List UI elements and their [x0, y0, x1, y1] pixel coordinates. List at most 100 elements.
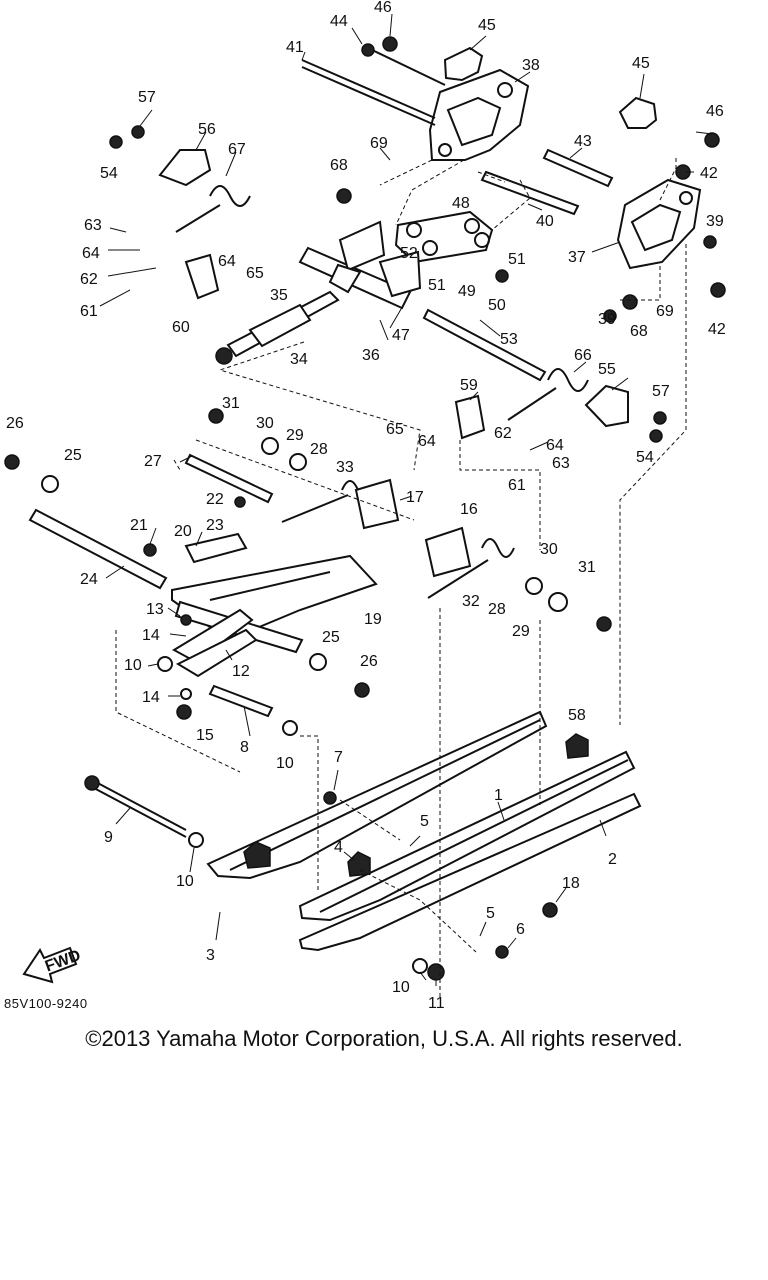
callout-36: 36 — [362, 347, 380, 364]
callout-54: 54 — [636, 449, 654, 466]
nut-42-bottom — [710, 282, 726, 298]
callout-39: 39 — [598, 311, 616, 328]
callout-44: 44 — [330, 13, 348, 30]
bolt-26-left — [4, 454, 20, 470]
diagram-code: 85V100-9240 — [4, 996, 88, 1011]
callout-56: 56 — [198, 121, 216, 138]
callout-64: 64 — [546, 437, 564, 454]
bolt-22 — [234, 496, 246, 508]
callout-53: 53 — [500, 331, 518, 348]
spring-67 — [175, 185, 251, 233]
callout-32: 32 — [462, 593, 480, 610]
stopper-rail-left — [243, 841, 271, 869]
callout-45: 45 — [632, 55, 650, 72]
callout-65: 65 — [246, 265, 264, 282]
callout-30: 30 — [256, 415, 274, 432]
bolt-57-right — [653, 411, 667, 425]
callout-8: 8 — [240, 739, 249, 756]
block-60 — [184, 253, 220, 300]
callout-29: 29 — [286, 427, 304, 444]
callout-9: 9 — [104, 829, 113, 846]
callout-leaders — [99, 13, 713, 986]
callout-17: 17 — [406, 489, 424, 506]
shaft-40 — [480, 170, 580, 216]
callout-64: 64 — [418, 433, 436, 450]
bracket-56 — [158, 149, 212, 187]
callout-60: 60 — [172, 319, 190, 336]
callout-35: 35 — [270, 287, 288, 304]
bolt-6 — [495, 945, 509, 959]
assembly-guide-lines — [115, 158, 687, 1000]
callout-5: 5 — [486, 905, 495, 922]
callout-10: 10 — [276, 755, 294, 772]
callout-48: 48 — [452, 195, 470, 212]
pivot-arm-47 — [298, 220, 422, 310]
washer-10-a — [157, 656, 173, 672]
callout-67: 67 — [228, 141, 246, 158]
callout-10: 10 — [392, 979, 410, 996]
callout-66: 66 — [574, 347, 592, 364]
shaft-27 — [184, 453, 274, 504]
shaft-53 — [422, 308, 547, 382]
callout-46: 46 — [706, 103, 724, 120]
callout-18: 18 — [562, 875, 580, 892]
slide-2 — [298, 792, 642, 952]
nut-11 — [427, 963, 445, 981]
callout-69: 69 — [370, 135, 388, 152]
callout-38: 38 — [522, 57, 540, 74]
callout-28: 28 — [488, 601, 506, 618]
callout-55: 55 — [598, 361, 616, 378]
callout-11: 11 — [428, 995, 445, 1012]
callout-33: 33 — [336, 459, 354, 476]
bolt-54-left — [109, 135, 123, 149]
callout-16: 16 — [460, 501, 478, 518]
washer-10-c — [188, 832, 204, 848]
cushion-8 — [208, 684, 274, 718]
callout-25: 25 — [322, 629, 340, 646]
callout-34: 34 — [290, 351, 308, 368]
washer-10-d — [412, 958, 428, 974]
bolt-31-bottom — [596, 616, 612, 632]
callout-62: 62 — [494, 425, 512, 442]
callout-41: 41 — [286, 39, 304, 56]
cap-45-right — [618, 96, 658, 129]
callout-64: 64 — [82, 245, 100, 262]
bolt-39-left — [603, 309, 617, 323]
callout-14: 14 — [142, 689, 160, 706]
link-plate-48 — [394, 210, 494, 264]
callout-59: 59 — [460, 377, 478, 394]
collar-29-top — [289, 453, 307, 471]
cap-45-left — [443, 46, 484, 82]
bushing-25-right — [309, 653, 327, 671]
callout-43: 43 — [574, 133, 592, 150]
block-59 — [454, 394, 486, 440]
bolt-50 — [495, 269, 509, 283]
callout-12: 12 — [232, 663, 250, 680]
bushing-30-bottom — [548, 592, 568, 612]
callout-31: 31 — [222, 395, 240, 412]
callout-21: 21 — [130, 517, 148, 534]
slide-rail-1 — [298, 750, 636, 922]
callout-63: 63 — [84, 217, 102, 234]
spring-66 — [507, 368, 589, 421]
collar-7 — [323, 791, 337, 805]
bolt-26-right — [354, 682, 370, 698]
bolt-54-right — [649, 429, 663, 443]
callout-47: 47 — [392, 327, 410, 344]
washer-14 — [180, 688, 192, 700]
callout-23: 23 — [206, 517, 224, 534]
callout-4: 4 — [334, 839, 343, 856]
callout-19: 19 — [364, 611, 382, 628]
shock-absorber-34 — [215, 290, 340, 365]
callout-28: 28 — [310, 441, 328, 458]
copyright-notice: ©2013 Yamaha Motor Corporation, U.S.A. A… — [85, 1026, 683, 1051]
spring-32 — [427, 538, 515, 599]
washer-10-b — [282, 720, 298, 736]
block-17 — [354, 478, 400, 530]
callout-42: 42 — [708, 321, 726, 338]
bushing-25-left — [41, 475, 59, 493]
callout-61: 61 — [80, 303, 98, 320]
callout-29: 29 — [512, 623, 530, 640]
callout-68: 68 — [330, 157, 348, 174]
callout-68: 68 — [630, 323, 648, 340]
